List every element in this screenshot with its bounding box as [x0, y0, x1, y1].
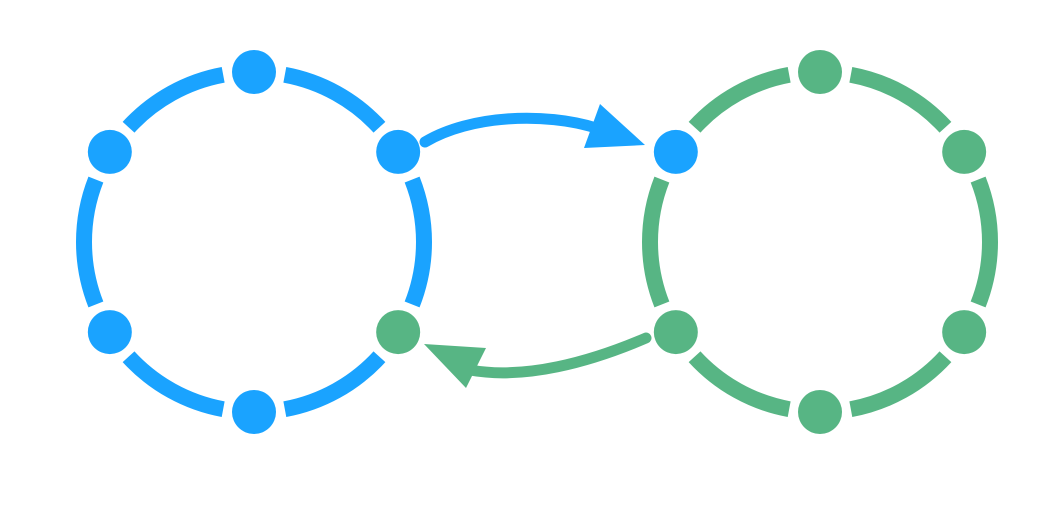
right-ring-node-upper-right — [942, 129, 987, 174]
right-ring-arc — [849, 351, 952, 418]
right-ring-node-top — [798, 50, 842, 94]
arrow-left-to-right — [419, 104, 645, 148]
right-ring-arc — [970, 176, 998, 308]
left-ring-arc — [76, 176, 104, 308]
left-ring-node-lower-right — [376, 310, 421, 355]
arrow-left-to-right-shaft — [419, 112, 602, 148]
left-ring-arc — [283, 351, 386, 418]
arrow-left-to-right-head — [584, 104, 645, 148]
right-ring-node-bottom — [798, 390, 842, 434]
left-ring-arc — [122, 351, 225, 418]
arrow-right-to-left-shaft — [464, 332, 652, 379]
left-ring-arc — [283, 66, 386, 133]
right-ring — [642, 66, 998, 418]
left-ring-arc — [122, 66, 225, 133]
rings-layer — [76, 66, 998, 418]
right-ring-arc — [688, 66, 791, 133]
left-ring-node-lower-left — [87, 310, 132, 355]
left-ring-node-upper-left — [87, 129, 132, 174]
left-ring-node-upper-right — [376, 129, 421, 174]
left-ring-arc — [404, 176, 432, 308]
arrow-right-to-left-head — [424, 344, 486, 388]
right-ring-arc — [642, 176, 670, 308]
arrows-layer — [419, 104, 652, 388]
right-ring-node-upper-left — [653, 129, 698, 174]
left-ring-node-bottom — [232, 390, 276, 434]
left-ring-node-top — [232, 50, 276, 94]
right-ring-node-lower-right — [942, 310, 987, 355]
arrow-right-to-left — [424, 332, 652, 388]
right-ring-arc — [849, 66, 952, 133]
left-ring — [76, 66, 432, 418]
nodes-layer — [87, 50, 987, 434]
right-ring-node-lower-left — [653, 310, 698, 355]
right-ring-arc — [688, 351, 791, 418]
